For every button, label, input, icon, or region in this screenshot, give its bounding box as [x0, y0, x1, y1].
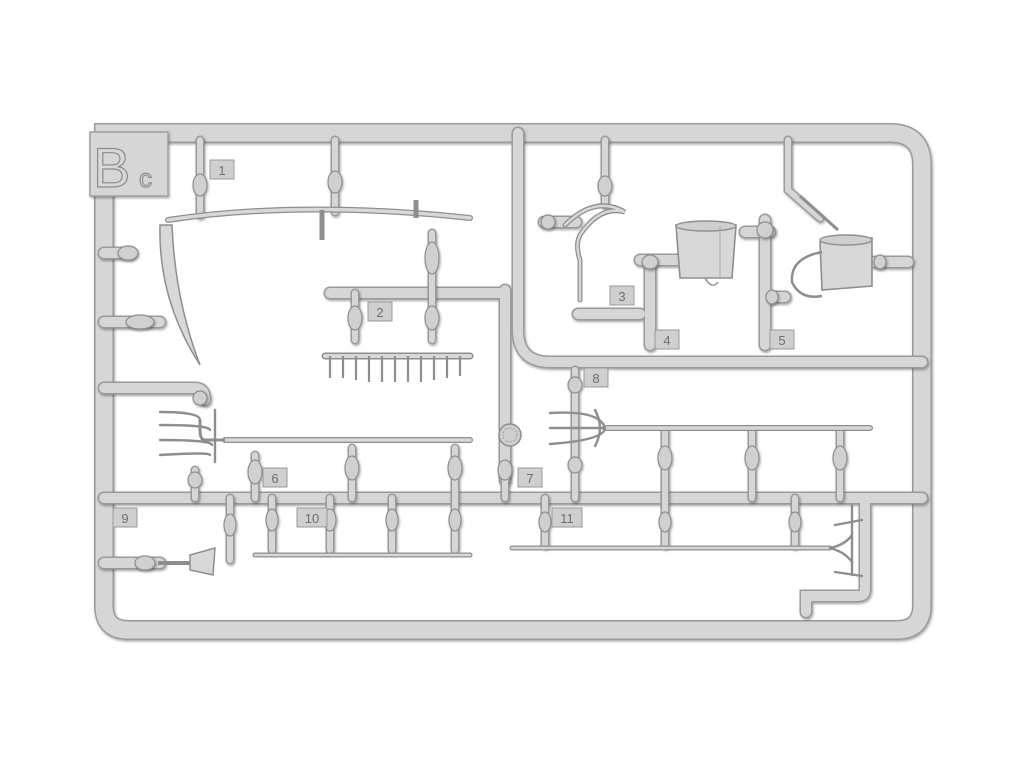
part-number-4: 4	[663, 333, 670, 348]
sprue-frame	[94, 123, 932, 640]
part-7-spray-nozzle	[498, 423, 522, 447]
part-tag-10: 10	[296, 507, 328, 528]
part-2-rake	[321, 352, 474, 382]
part-number-8: 8	[592, 371, 599, 386]
sprue-id-tab: B c	[89, 131, 169, 200]
part-number-2: 2	[376, 305, 383, 320]
part-tag-2: 2	[367, 301, 393, 322]
part-6-pitchfork	[158, 408, 473, 464]
part-number-6: 6	[271, 471, 278, 486]
part-number-5: 5	[778, 333, 785, 348]
sprue-id-letter: B	[93, 136, 130, 199]
part-8-hay-fork	[548, 408, 873, 448]
sprue-id-suffix: c	[139, 163, 152, 193]
part-5-watering-can	[790, 194, 873, 298]
part-1-scythe	[159, 200, 473, 366]
part-tag-5: 5	[769, 329, 795, 350]
part-number-10: 10	[305, 511, 319, 526]
part-tag-8: 8	[583, 367, 609, 388]
part-tag-6: 6	[262, 467, 288, 488]
part-tag-3: 3	[609, 285, 635, 306]
part-tag-4: 4	[654, 329, 680, 350]
part-tag-1: 1	[209, 159, 235, 180]
part-4-bucket	[675, 220, 737, 286]
part-11-long-handle	[509, 503, 864, 578]
part-number-3: 3	[618, 289, 625, 304]
part-number-11: 11	[560, 511, 574, 526]
part-number-tags: 1 2 3 4 5 6 7 8	[112, 159, 795, 528]
sprue-gates	[117, 135, 887, 571]
part-tag-11: 11	[551, 507, 583, 528]
part-9-shovel-blade	[158, 546, 216, 576]
part-3-sickle	[562, 203, 627, 303]
part-tag-7: 7	[517, 467, 543, 488]
part-tag-9: 9	[112, 507, 138, 528]
part-number-1: 1	[218, 163, 225, 178]
part-number-9: 9	[121, 511, 128, 526]
part-number-7: 7	[526, 471, 533, 486]
